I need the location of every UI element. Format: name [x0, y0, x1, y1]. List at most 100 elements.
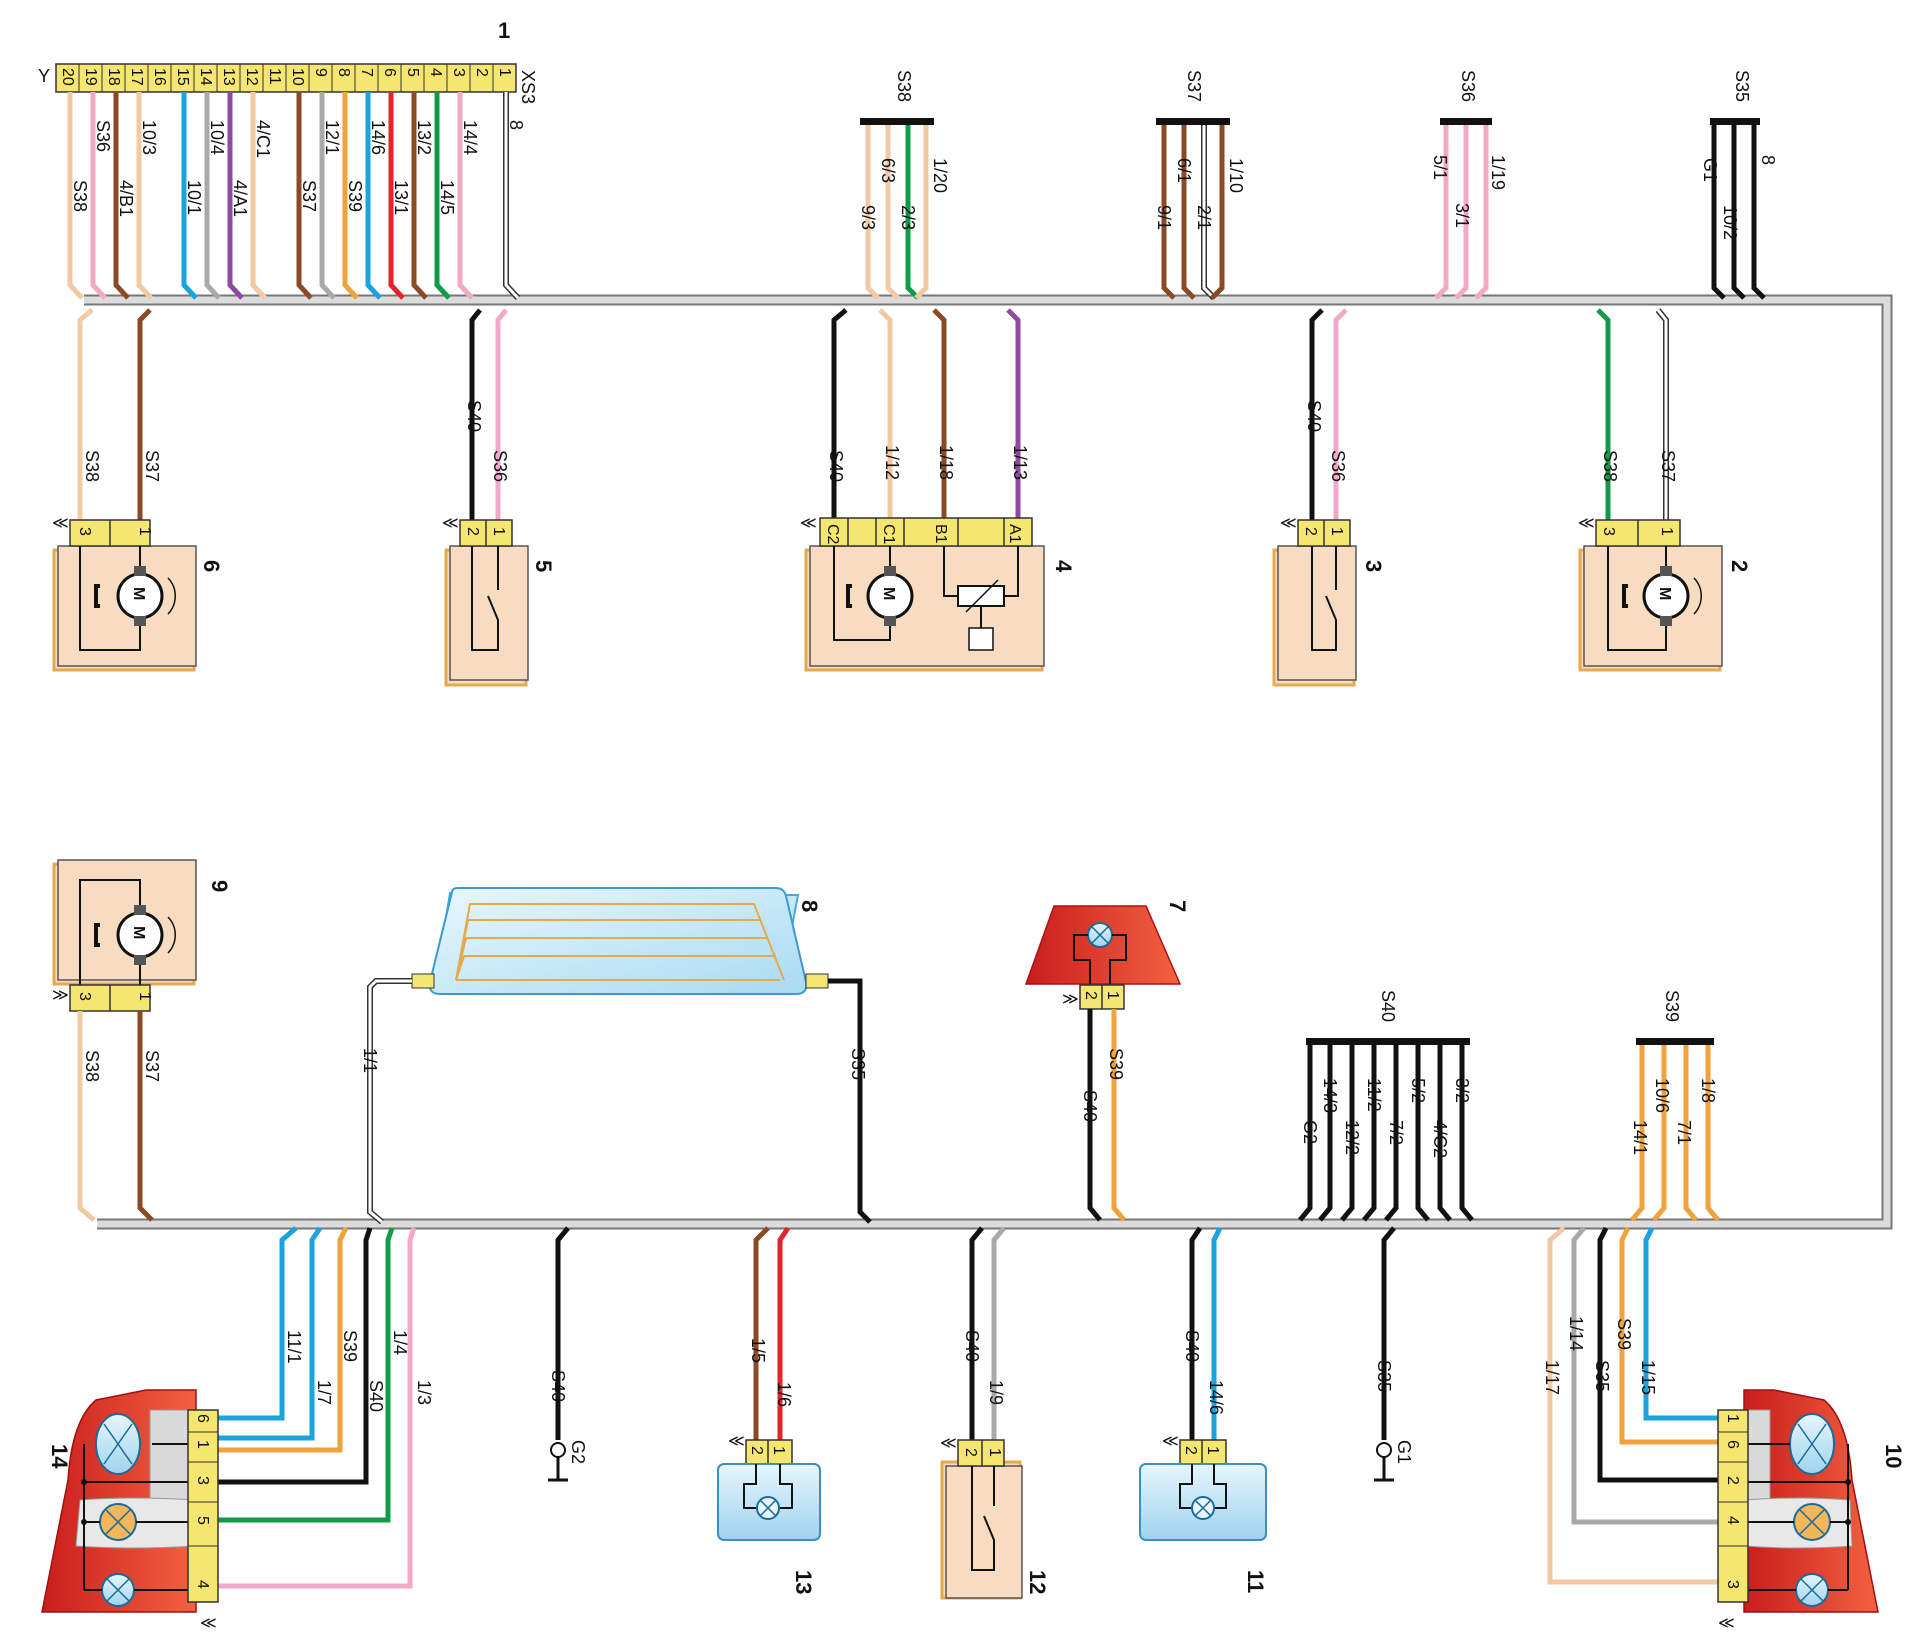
ground-g2-icon	[550, 1442, 566, 1458]
drop-6-wire-2: S37	[142, 450, 162, 482]
pin-12-b: 1	[986, 1448, 1003, 1457]
component-9-number: 9	[207, 880, 232, 892]
component-10-tail-light: 1/17 1/14 S35 S39 1/15 1 6 2 4 3 ≪ 10	[1542, 1226, 1906, 1632]
g2-ground-label: G2	[568, 1440, 588, 1464]
xs3-pin: 6	[381, 68, 398, 77]
connector-12-glyph: ≪	[940, 1435, 957, 1452]
xs3-pin: 17	[128, 68, 145, 86]
motor-4-label: M	[880, 587, 897, 600]
splice-s35-wire-3: 8	[1758, 155, 1778, 165]
xs3-wire-bundle	[67, 92, 521, 301]
g1-ground-label: G1	[1394, 1440, 1414, 1464]
splice-s40-wire-2: 14/3	[1320, 1078, 1340, 1113]
drop-5-wire-1: S40	[464, 400, 484, 432]
drop-14-wire-6: 1/3	[414, 1380, 434, 1405]
pin-7-a: 2	[1082, 991, 1099, 1000]
pin-2-b: 1	[1658, 527, 1675, 536]
pin-4-c: B1	[932, 524, 949, 544]
component-5-number: 5	[531, 560, 556, 572]
motor-2-label: M	[1656, 587, 1673, 600]
pin-11-a: 2	[1182, 1446, 1199, 1455]
xs3-wire-label: 4/B1	[116, 180, 136, 217]
motor-6-label: M	[130, 587, 147, 600]
pin-14-b: 1	[194, 1440, 211, 1449]
component-1-number: 1	[498, 18, 510, 43]
xs3-pin: 14	[197, 68, 214, 86]
drop-5-wire-2: S36	[490, 450, 510, 482]
xs3-wire-label: 13/2	[414, 120, 434, 155]
xs3-pin: 16	[151, 68, 168, 86]
connector-2-glyph: ≪	[1578, 515, 1595, 532]
pin-2-a: 3	[1600, 527, 1617, 536]
xs3-pin: 20	[59, 68, 76, 86]
xs3-pin: 10	[289, 68, 306, 86]
component-11-number: 11	[1243, 1570, 1268, 1593]
connector-4-glyph: ≪	[800, 515, 817, 532]
xs3-wire-label: S36	[93, 120, 113, 152]
drop-10-wire-1: 1/17	[1542, 1360, 1562, 1395]
g1-wire-label: S35	[1374, 1360, 1394, 1392]
xs3-pin: 1	[496, 68, 513, 77]
drop-11-wire-1: S40	[1182, 1330, 1202, 1362]
splice-s37-wire-1: 9/1	[1154, 205, 1174, 230]
xs3-pin: 13	[220, 68, 237, 86]
connector-13-glyph: ≪	[728, 1433, 745, 1450]
splice-s40-wire-8: 3/2	[1452, 1078, 1472, 1103]
pin-10-d: 4	[1724, 1516, 1741, 1525]
component-13-number: 13	[791, 1570, 816, 1594]
pin-3-b: 1	[1328, 527, 1345, 536]
splice-s38-name: S38	[894, 70, 914, 102]
pin-3-a: 2	[1302, 527, 1319, 536]
splice-s35: S35 G1 10/2 8	[1700, 70, 1778, 300]
splice-s36-wire-1: 5/1	[1430, 155, 1450, 180]
splice-s37-wire-2: 6/1	[1174, 158, 1194, 183]
connector-3-glyph: ≪	[1280, 515, 1297, 532]
xs3-wire-label: 13/1	[391, 180, 411, 215]
xs3-pin: 2	[473, 68, 490, 77]
connector-10-glyph: ≪	[1718, 1615, 1735, 1632]
splice-s35-wire-2: 10/2	[1720, 205, 1740, 240]
component-13-license-lamp: 1/5 1/6 2 1 ≪ 13	[717, 1226, 821, 1594]
component-8-number: 8	[797, 900, 822, 912]
xs3-pin: 8	[335, 68, 352, 77]
splice-s40-name: S40	[1378, 990, 1398, 1022]
ground-g1: S35 G1	[1374, 1226, 1414, 1482]
splice-s37-wire-3: 2/1	[1194, 205, 1214, 230]
connector-9-glyph: ≫	[52, 987, 69, 1004]
pin-13-b: 1	[770, 1446, 787, 1455]
xs3-pin: 19	[82, 68, 99, 86]
component-14-tail-light: 11/1 1/7 S39 S40 1/4 1/3 6 1 3 5 4 ≪ 14	[41, 1226, 434, 1632]
splice-s39-wire-4: 1/8	[1698, 1078, 1718, 1103]
drop-6-wire-1: S38	[82, 450, 102, 482]
motor-9-label: M	[130, 926, 147, 939]
component-8-rear-window-heater: 1/1 S35 8	[360, 887, 872, 1225]
xs3-pin: 12	[243, 68, 260, 86]
component-10-number: 10	[1881, 1444, 1906, 1468]
pin-14-d: 5	[194, 1516, 211, 1525]
pin-11-b: 1	[1204, 1446, 1221, 1455]
drop-11-wire-2: 14/6	[1206, 1380, 1226, 1415]
drop-12-wire-2: 1/9	[986, 1380, 1006, 1405]
drop-8-wire-1: 1/1	[360, 1048, 380, 1073]
component-14-number: 14	[47, 1444, 72, 1469]
connector-7-glyph: ≫	[1062, 991, 1079, 1008]
splice-s40-wire-4: 11/2	[1364, 1078, 1384, 1112]
xs3-wire-label: 4/A1	[230, 180, 250, 217]
component-7-stop-lamp: 2 1 ≫ S40 S39 7	[1024, 900, 1190, 1222]
drop-13-wire-1: 1/5	[748, 1338, 768, 1363]
component-12-switch: S40 1/9 2 1 ≪ 12	[940, 1226, 1050, 1600]
splice-s38-wire-4: 1/20	[930, 158, 950, 193]
drop-12-wire-1: S40	[962, 1330, 982, 1362]
pin-10-a: 1	[1724, 1414, 1741, 1423]
g2-wire-label: S40	[548, 1370, 568, 1402]
pin-6-a: 3	[76, 527, 93, 536]
splice-s36-name: S36	[1458, 70, 1478, 102]
pin-9-a: 3	[76, 992, 93, 1001]
pin-4-a: C2	[824, 524, 841, 545]
pin-10-e: 3	[1724, 1580, 1741, 1589]
drop-4-wire-1: S40	[826, 450, 846, 482]
connector-11-glyph: ≪	[1162, 1433, 1179, 1450]
drop-10-wire-5: 1/15	[1638, 1360, 1658, 1395]
